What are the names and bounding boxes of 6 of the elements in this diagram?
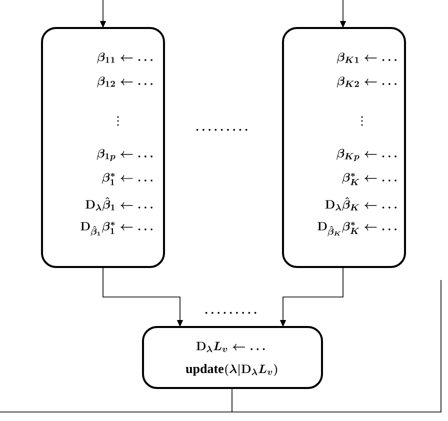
process-box: $\mathbf{D}_\lambda L_v \leftarrow \dots$ $\mathrm{update}(\lambda | \mathbf{D}_\lambda L_v)$ bbox=[142, 326, 323, 389]
process-box: $\beta_{11} \leftarrow \dots$ $\beta_{12} \leftarrow \dots$ $\vdots$ $\beta_{1p} \leftarrow \dots$ $\beta_1^* \leftarrow \dots$ $\mathbf{D}_\lambda \hat\beta_1 \leftarrow \dots$ $\mathbf{D}_{\hat\beta_1} \beta_1^* \leftarrow \dots$ bbox=[41, 27, 165, 268]
ellipsis: $\cdots\cdots\cdots$ bbox=[196, 128, 248, 131]
ellipsis: $\cdots\cdots\cdots$ bbox=[205, 312, 256, 314]
process-box: $\beta_{K1} \leftarrow \dots$ $\beta_{K2} \leftarrow \dots$ $\vdots$ $\beta_{Kp} \leftarrow \dots$ $\beta_K^* \leftarrow \dots$ $\mathbf{D}_\lambda \hat\beta_K \leftarrow \dots$ $\mathbf{D}_{\hat\beta_K} \beta_K^* \leftarrow \dots$ bbox=[282, 27, 406, 268]
arrow bbox=[0, 280, 442, 412]
